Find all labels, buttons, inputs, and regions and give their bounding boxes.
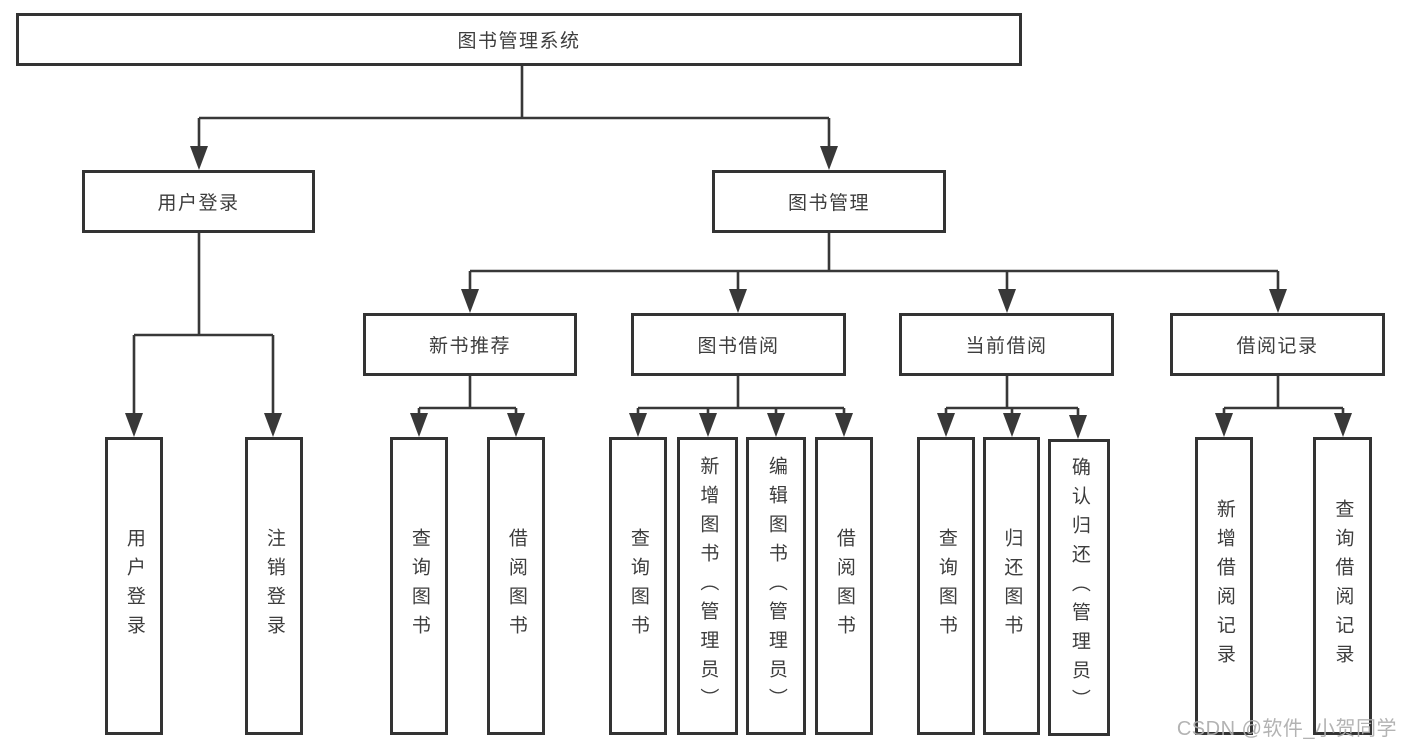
arrow-down-icon	[820, 146, 838, 170]
arrow-down-icon	[629, 413, 647, 437]
node-label: 新书推荐	[428, 336, 511, 357]
arrow-down-icon	[835, 413, 853, 437]
node-label: 图书管理系统	[457, 31, 581, 52]
node-label: 新增图书（管理员）	[697, 455, 719, 717]
watermark-text: CSDN @软件_小贺同学	[1176, 718, 1397, 740]
arrow-down-icon	[998, 289, 1016, 313]
arrow-down-icon	[1215, 413, 1233, 437]
node-label: 借阅记录	[1236, 336, 1319, 357]
node-user-login: 用户登录	[82, 170, 315, 233]
arrow-down-icon	[461, 289, 479, 313]
arrow-down-icon	[937, 413, 955, 437]
connector-borrow-record-to-leaves	[1222, 376, 1345, 419]
arrow-down-icon	[1334, 413, 1352, 437]
node-label: 新增借阅记录	[1213, 499, 1235, 673]
arrowheads	[125, 146, 1352, 439]
node-label: 用户登录	[123, 528, 145, 644]
node-label: 查询图书	[935, 528, 957, 644]
node-label: 注销登录	[263, 528, 285, 644]
arrow-down-icon	[729, 289, 747, 313]
node-root-system: 图书管理系统	[16, 13, 1022, 66]
arrow-down-icon	[507, 413, 525, 437]
node-label: 归还图书	[1001, 528, 1023, 644]
leaf-add-book-admin: 新增图书（管理员）	[677, 437, 738, 735]
node-label: 查询图书	[627, 528, 649, 644]
node-new-book-recommend: 新书推荐	[363, 313, 577, 376]
leaf-edit-book-admin: 编辑图书（管理员）	[746, 437, 806, 735]
leaf-add-borrow-record: 新增借阅记录	[1195, 437, 1253, 735]
arrow-down-icon	[125, 413, 143, 437]
node-label: 用户登录	[157, 193, 240, 214]
arrow-down-icon	[767, 413, 785, 437]
node-label: 图书管理	[787, 193, 870, 214]
leaf-query-book-recommend: 查询图书	[390, 437, 448, 735]
arrow-down-icon	[1269, 289, 1287, 313]
arrow-down-icon	[699, 413, 717, 437]
node-label: 编辑图书（管理员）	[765, 455, 787, 717]
connector-book-borrow-to-leaves	[636, 376, 846, 419]
leaf-logout: 注销登录	[245, 437, 303, 735]
node-label: 查询借阅记录	[1332, 499, 1354, 673]
leaf-query-borrow-record: 查询借阅记录	[1313, 437, 1372, 735]
node-label: 借阅图书	[833, 528, 855, 644]
arrow-down-icon	[1003, 413, 1021, 437]
node-book-borrow: 图书借阅	[631, 313, 846, 376]
connector-root-to-level2	[197, 65, 831, 152]
connector-new-book-to-leaves	[417, 376, 518, 419]
node-label: 查询图书	[408, 528, 430, 644]
arrow-down-icon	[264, 413, 282, 437]
leaf-borrow-book: 借阅图书	[815, 437, 873, 735]
leaf-query-book-current: 查询图书	[917, 437, 975, 735]
leaf-query-book-borrow: 查询图书	[609, 437, 667, 735]
node-borrow-record: 借阅记录	[1170, 313, 1385, 376]
node-label: 确认归还（管理员）	[1068, 457, 1090, 718]
node-current-borrow: 当前借阅	[899, 313, 1114, 376]
arrow-down-icon	[410, 413, 428, 437]
connector-user-login-to-leaves	[132, 233, 275, 419]
node-label: 图书借阅	[697, 336, 780, 357]
leaf-confirm-return-admin: 确认归还（管理员）	[1048, 439, 1110, 736]
node-label: 当前借阅	[965, 336, 1048, 357]
leaf-return-book: 归还图书	[983, 437, 1040, 735]
node-label: 借阅图书	[505, 528, 527, 644]
leaf-user-login: 用户登录	[105, 437, 163, 735]
connector-book-management-to-level3	[468, 233, 1280, 295]
leaf-borrow-book-recommend: 借阅图书	[487, 437, 545, 735]
node-book-management: 图书管理	[712, 170, 946, 233]
arrow-down-icon	[190, 146, 208, 170]
arrow-down-icon	[1069, 415, 1087, 439]
